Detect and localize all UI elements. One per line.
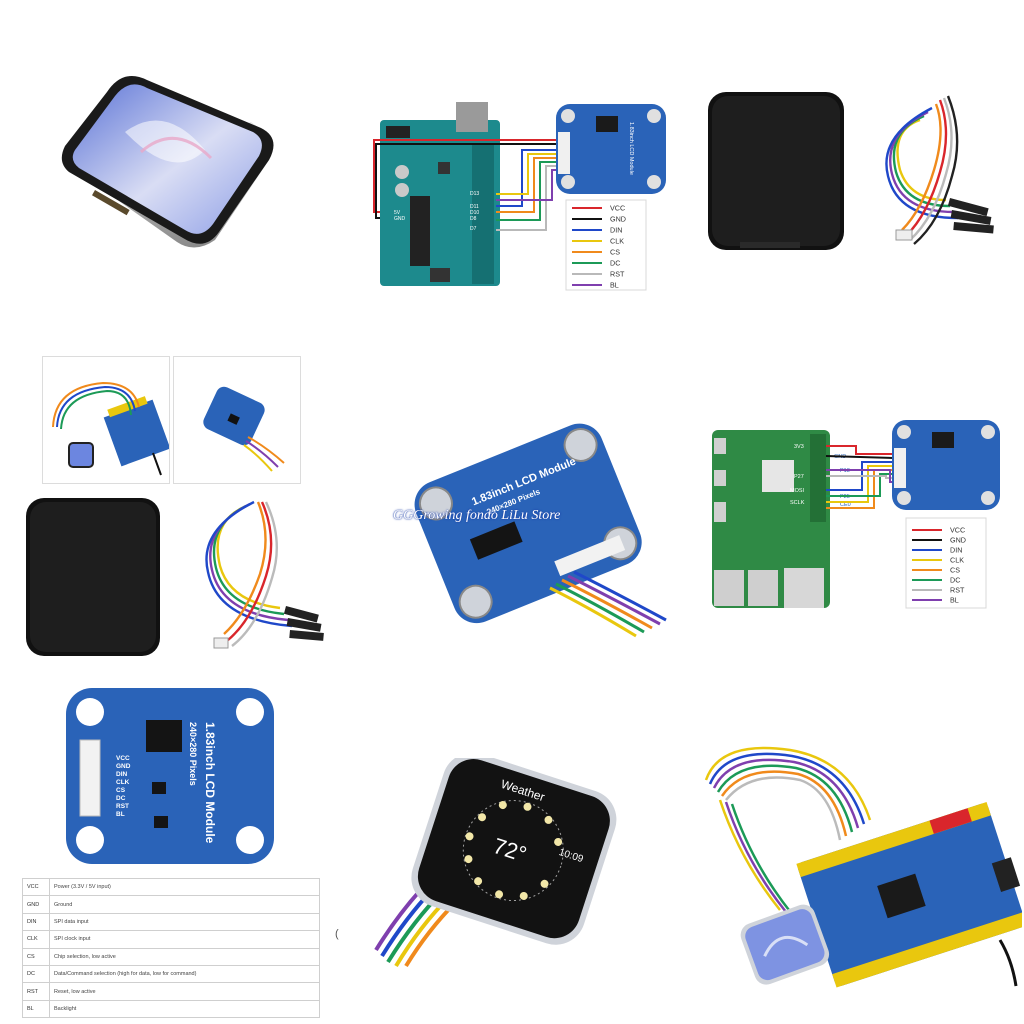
legend-label: DIN	[610, 226, 622, 235]
pin-name: DC	[22, 964, 50, 984]
pin-label: GND	[116, 763, 131, 770]
legend-label: BL	[610, 281, 619, 290]
pin-label: CS	[116, 787, 126, 794]
pin-name: GND	[22, 895, 50, 914]
legend-label: RST	[950, 586, 965, 595]
pi-pin-label: SCLK	[790, 500, 805, 506]
pin-description: Reset, low active	[49, 982, 320, 1001]
module-resolution: 240×280 Pixels	[188, 722, 198, 786]
module-back-thumbnail	[173, 356, 301, 484]
arduino-pin-label: D11	[470, 204, 479, 210]
legend-label: GND	[610, 215, 626, 224]
module-title: 1.83inch LCD Module	[203, 722, 217, 844]
pin-description: Power (3.3V / 5V input)	[49, 877, 320, 897]
legend-label: GND	[950, 536, 966, 545]
legend-label: BL	[950, 596, 959, 605]
arduino-pin-label: 5V	[394, 210, 401, 216]
legend-label: CLK	[950, 556, 964, 565]
pin-label: DIN	[116, 771, 128, 778]
legend-label: DIN	[950, 546, 962, 555]
pin-label: CLK	[116, 779, 130, 786]
arduino-kit-thumbnail	[42, 356, 170, 484]
pin-name: CLK	[22, 930, 50, 949]
arduino-shield-setup-photo	[700, 740, 1022, 990]
pi-pin-label: MOSI	[790, 488, 805, 494]
module-closeup-photo: 1.83inch LCD Module 240×280 Pixels	[400, 418, 670, 638]
pin-description: Chip selection, low active	[49, 947, 320, 966]
wire-legend: VCC GND DIN CLK CS DC RST BL	[912, 526, 966, 605]
arduino-pin-label: D13	[470, 191, 479, 197]
pi-pin-label: 3V3	[794, 444, 804, 450]
legend-label: CLK	[610, 237, 624, 246]
pin-name: CS	[22, 947, 50, 966]
pin-name: DIN	[22, 912, 50, 932]
pin-label: BL	[116, 811, 125, 818]
wire-legend: VCC GND DIN CLK CS DC RST BL	[572, 204, 626, 290]
legend-label: DC	[610, 259, 620, 268]
module-back-photo: VCC GND DIN CLK CS DC RST BL 1.83inch LC…	[66, 688, 274, 864]
lit-display-photo	[55, 62, 285, 262]
arduino-pin-label: D10	[470, 210, 479, 216]
pi-pin-label: P27	[794, 474, 804, 480]
pin-label: DC	[116, 795, 126, 802]
stray-glyph: (	[335, 928, 339, 940]
pin-label: VCC	[116, 755, 130, 762]
arduino-pin-label: D7	[470, 226, 477, 232]
module-title: 1.83inch LCD Module	[628, 122, 634, 175]
pi-pin-label: CE0	[840, 502, 851, 508]
arduino-wiring-diagram: D13 D11 D10 D8 D7 5V GND 1.83inch LCD Mo…	[372, 100, 672, 296]
pin-description: Ground	[49, 895, 320, 914]
legend-label: VCC	[610, 204, 625, 213]
pin-name: VCC	[22, 877, 50, 897]
pin-label: RST	[116, 803, 129, 810]
pin-name: BL	[22, 999, 50, 1019]
pin-description: Backlight	[49, 999, 320, 1019]
arduino-pin-label: D8	[470, 216, 477, 222]
pin-description: SPI data input	[49, 912, 320, 932]
arduino-pin-label: GND	[394, 216, 406, 222]
legend-label: CS	[610, 248, 620, 257]
screen-and-cable-photo-2	[24, 496, 324, 661]
legend-label: VCC	[950, 526, 965, 535]
watch-face-photo: Weather 72° 10:09	[372, 758, 628, 968]
pin-description: Data/Command selection (high for data, l…	[49, 964, 320, 984]
legend-label: RST	[610, 270, 625, 279]
legend-label: CS	[950, 566, 960, 575]
store-watermark: GGGrowing fondo LiLu Store	[393, 508, 561, 523]
raspberry-pi-wiring-diagram: 3V3 GND P18 P27 P25 MOSI SCLK CE0 VCC GN…	[706, 420, 1006, 612]
legend-label: DC	[950, 576, 960, 585]
pin-description: SPI clock input	[49, 930, 320, 949]
screen-and-cable-photo	[700, 90, 1010, 260]
pin-name: RST	[22, 982, 50, 1001]
